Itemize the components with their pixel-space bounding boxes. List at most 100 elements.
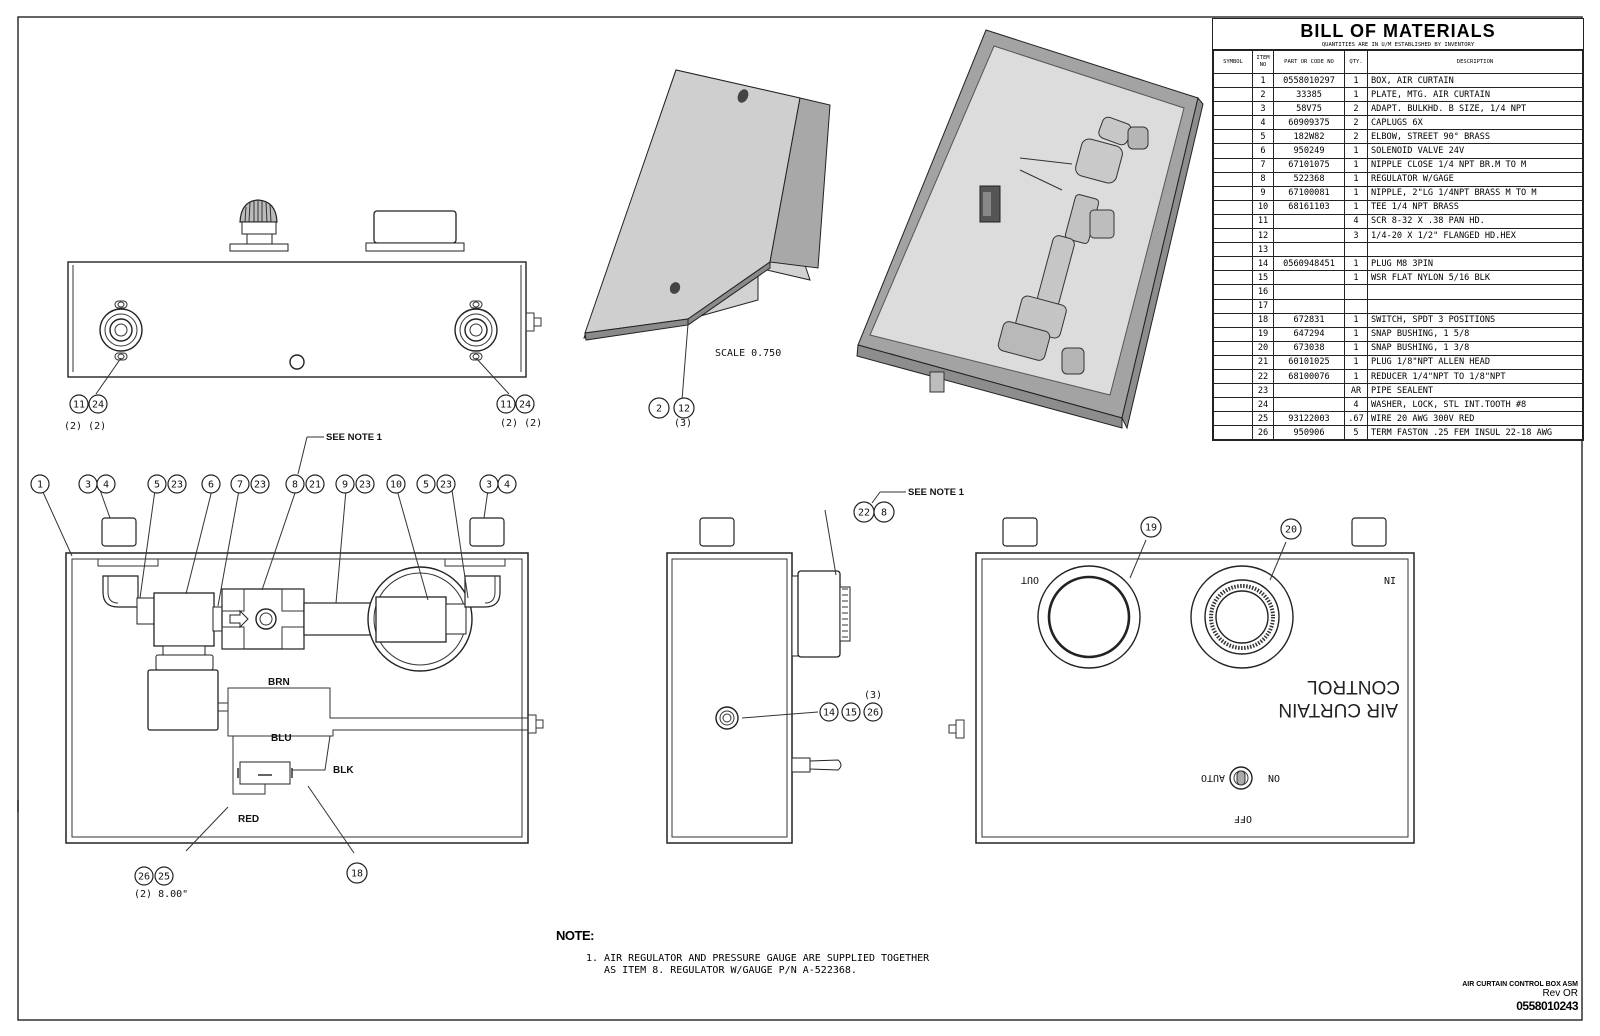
bom-cell-symbol bbox=[1213, 185, 1253, 201]
bom-cell-symbol bbox=[1213, 312, 1253, 328]
bom-cell-qty: 3 bbox=[1344, 228, 1368, 244]
bom-cell-qty bbox=[1344, 298, 1368, 314]
svg-text:23: 23 bbox=[171, 480, 183, 491]
balloon-24-top-left: 24 bbox=[88, 394, 108, 414]
top-view bbox=[67, 199, 542, 395]
qty-label-top-left: (2) (2) bbox=[64, 421, 106, 432]
bom-cell-symbol bbox=[1213, 101, 1253, 117]
bom-cell-qty: 1 bbox=[1344, 354, 1368, 370]
bom-cell-symbol bbox=[1213, 340, 1253, 356]
bom-row: 17 bbox=[1213, 298, 1583, 314]
panel-title-line1: AIR CURTAIN bbox=[1278, 699, 1398, 720]
balloon-23-c: 23 bbox=[355, 474, 375, 494]
front-view bbox=[17, 517, 544, 844]
bom-cell-desc: CAPLUGS 6X bbox=[1367, 115, 1583, 131]
col-symbol: SYMBOL bbox=[1213, 50, 1253, 74]
bom-cell-qty: 2 bbox=[1344, 115, 1368, 131]
bill-of-materials: BILL OF MATERIALS QUANTITIES ARE IN U/M … bbox=[1212, 18, 1584, 442]
bom-cell-part bbox=[1273, 213, 1345, 230]
balloon-5-left: 5 bbox=[147, 474, 167, 494]
wire-brn: BRN bbox=[268, 677, 290, 688]
bom-cell-item: 16 bbox=[1252, 284, 1274, 300]
bom-cell-item: 5 bbox=[1252, 129, 1274, 145]
bom-cell-qty: AR bbox=[1344, 383, 1368, 399]
item-balloons: 11 24 11 24 2 12 1 3 4 5 23 6 7 23 8 21 … bbox=[30, 394, 1302, 886]
bom-row: 16 bbox=[1213, 284, 1583, 300]
label-off: OFF bbox=[1234, 813, 1252, 824]
svg-text:22: 22 bbox=[858, 508, 870, 519]
label-in: IN bbox=[1384, 574, 1396, 585]
bom-cell-desc: SNAP BUSHING, 1 5/8 bbox=[1367, 326, 1583, 342]
bom-cell-item: 6 bbox=[1252, 143, 1274, 159]
svg-text:19: 19 bbox=[1145, 523, 1157, 534]
balloon-6: 6 bbox=[201, 474, 221, 494]
bom-cell-item: 14 bbox=[1252, 256, 1274, 272]
wire-length-label: (2) 8.00" bbox=[134, 889, 188, 900]
bom-cell-item: 12 bbox=[1252, 228, 1274, 244]
bom-cell-symbol bbox=[1213, 284, 1253, 300]
bom-cell-item: 9 bbox=[1252, 185, 1274, 201]
svg-text:2: 2 bbox=[656, 404, 662, 415]
balloon-26-side: 26 bbox=[863, 702, 883, 722]
bom-cell-symbol bbox=[1213, 87, 1253, 103]
see-note-front: SEE NOTE 1 bbox=[326, 432, 383, 443]
bom-cell-qty: 1 bbox=[1344, 87, 1368, 103]
bom-cell-qty: 1 bbox=[1344, 72, 1368, 89]
bom-cell-symbol bbox=[1213, 368, 1253, 385]
bom-cell-desc: SCR 8-32 X .38 PAN HD. bbox=[1367, 213, 1583, 230]
bom-cell-item: 20 bbox=[1252, 340, 1274, 356]
leader-lines bbox=[41, 436, 1287, 854]
bom-cell-part bbox=[1273, 284, 1345, 300]
col-description: DESCRIPTION bbox=[1367, 50, 1583, 74]
bom-cell-symbol bbox=[1213, 298, 1253, 314]
bom-cell-item: 3 bbox=[1252, 101, 1274, 117]
svg-text:20: 20 bbox=[1285, 525, 1297, 536]
note-heading: NOTE: bbox=[556, 928, 594, 943]
svg-text:18: 18 bbox=[351, 869, 363, 880]
bom-cell-desc: SNAP BUSHING, 1 3/8 bbox=[1367, 340, 1583, 356]
bom-cell-part: 950906 bbox=[1273, 425, 1345, 441]
label-on: ON bbox=[1268, 772, 1280, 783]
bom-cell-part bbox=[1273, 270, 1345, 286]
bom-subtitle: QUANTITIES ARE IN U/M ESTABLISHED BY INV… bbox=[1213, 41, 1583, 50]
bom-cell-desc bbox=[1367, 298, 1583, 314]
svg-text:3: 3 bbox=[85, 480, 91, 491]
note-text: 1. AIR REGULATOR AND PRESSURE GAUGE ARE … bbox=[586, 953, 930, 976]
bom-cell-item: 8 bbox=[1252, 171, 1274, 187]
bom-cell-item: 26 bbox=[1252, 425, 1274, 441]
mounting-plate-view bbox=[583, 69, 831, 401]
svg-text:23: 23 bbox=[359, 480, 371, 491]
bom-cell-symbol bbox=[1213, 270, 1253, 286]
svg-text:5: 5 bbox=[423, 480, 429, 491]
bom-cell-desc bbox=[1367, 242, 1583, 258]
bom-cell-desc: PIPE SEALENT bbox=[1367, 383, 1583, 399]
bom-cell-qty: 1 bbox=[1344, 340, 1368, 356]
bom-cell-item: 21 bbox=[1252, 354, 1274, 370]
bom-cell-symbol bbox=[1213, 143, 1253, 159]
bom-cell-desc: PLUG 1/8"NPT ALLEN HEAD bbox=[1367, 354, 1583, 370]
svg-text:24: 24 bbox=[519, 400, 531, 411]
bom-cell-item: 1 bbox=[1252, 72, 1274, 89]
balloon-14: 14 bbox=[819, 702, 839, 722]
svg-text:14: 14 bbox=[823, 708, 835, 719]
bom-cell-qty: 1 bbox=[1344, 368, 1368, 385]
bom-cell-qty: 1 bbox=[1344, 199, 1368, 215]
balloon-20: 20 bbox=[1280, 518, 1302, 540]
bom-cell-part: 0560948451 bbox=[1273, 256, 1345, 272]
svg-text:5: 5 bbox=[154, 480, 160, 491]
qty-label-plate: (3) bbox=[674, 418, 692, 429]
bom-cell-desc: BOX, AIR CURTAIN bbox=[1367, 72, 1583, 89]
bom-cell-symbol bbox=[1213, 354, 1253, 370]
bom-cell-qty: 4 bbox=[1344, 213, 1368, 230]
isometric-box-view bbox=[856, 29, 1204, 430]
label-out: OUT bbox=[1021, 574, 1039, 585]
bom-cell-symbol bbox=[1213, 72, 1253, 89]
side-view bbox=[666, 517, 851, 844]
